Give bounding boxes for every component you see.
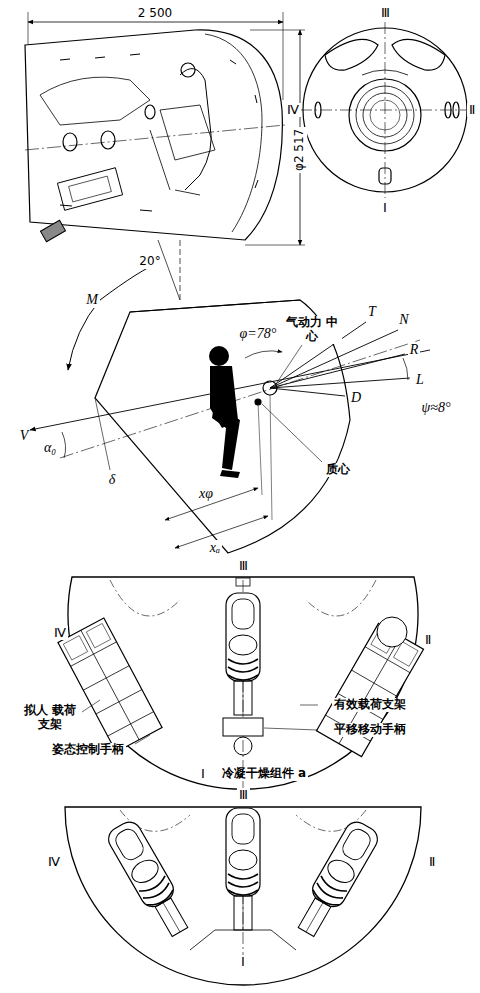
symbol-label: ψ≈8° [420, 400, 453, 416]
symbol-label: α₀ [42, 440, 58, 456]
axis-number: Ⅰ [381, 201, 389, 216]
symbol-label: xφ [197, 486, 215, 502]
part-label: 有效载荷支架 [332, 698, 408, 712]
axis-number: Ⅲ [237, 559, 250, 574]
symbol-label: R [408, 342, 421, 358]
symbol-label: N [397, 312, 410, 328]
symbol-label: T [366, 304, 378, 320]
symbol-label: M [84, 292, 100, 308]
symbol-label: L [414, 372, 426, 388]
part-label: 冷凝干燥组件 a [220, 767, 308, 781]
dimension-label: 2 500 [136, 7, 174, 21]
part-label: 气动力 中心 [282, 316, 341, 344]
axis-number: Ⅳ [46, 855, 62, 870]
axis-number: Ⅱ [427, 855, 437, 870]
axis-number: Ⅲ [379, 6, 392, 21]
axis-number: Ⅱ [423, 633, 433, 648]
part-label: 拟人 载荷支架 [20, 704, 79, 732]
axis-number: Ⅳ [285, 103, 301, 118]
part-label: 姿态控制手柄 [50, 743, 126, 757]
part-label: 平移移动手柄 [332, 723, 408, 737]
symbol-label: φ=78° [238, 326, 279, 342]
axis-number: Ⅰ [199, 767, 207, 782]
symbol-label: δ [107, 472, 118, 488]
symbol-label: D [349, 390, 363, 406]
axis-number: Ⅰ [239, 955, 247, 970]
symbol-label: V [18, 428, 31, 444]
axis-number: Ⅳ [52, 626, 68, 641]
part-label: 质心 [324, 463, 352, 477]
dimension-label: 20° [137, 255, 162, 269]
symbol-label: xₐ [208, 540, 222, 556]
axis-number: Ⅱ [467, 103, 477, 118]
axis-number: Ⅲ [237, 788, 250, 803]
dimension-label: φ2 517 [293, 127, 307, 173]
